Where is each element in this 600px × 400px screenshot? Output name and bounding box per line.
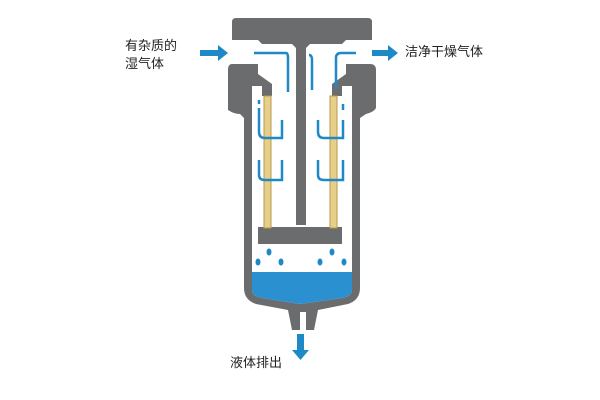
filter-element-left: [263, 95, 272, 229]
bottom-plate: [258, 227, 342, 244]
flow-center: [308, 53, 314, 90]
housing: [228, 18, 376, 330]
drain-arrow-icon: [292, 334, 309, 360]
droplet: [255, 258, 261, 266]
top-cap: [232, 18, 372, 225]
flow-left-1: [257, 108, 284, 140]
bowl: [228, 64, 376, 330]
collected-liquid: [252, 272, 352, 304]
droplet: [266, 248, 272, 256]
droplet: [329, 248, 335, 256]
flow-right-1: [316, 120, 345, 140]
droplet: [341, 258, 347, 266]
inlet-label-line2: 湿气体: [125, 57, 165, 72]
drain-label: 液体排出: [230, 356, 283, 371]
flow-lines: [254, 51, 356, 182]
flow-out: [334, 51, 356, 88]
inlet-label: 有杂质的 湿气体: [125, 38, 177, 74]
droplet: [317, 258, 323, 266]
inlet-arrow-icon: [200, 45, 228, 61]
filter-element-right: [329, 95, 338, 229]
outlet-label: 洁净干燥气体: [405, 45, 484, 60]
droplet: [278, 258, 284, 266]
inlet-label-line1: 有杂质的: [125, 39, 178, 54]
droplets: [255, 248, 347, 266]
flow-right-2: [316, 160, 345, 182]
outlet-arrow-icon: [372, 45, 398, 61]
flow-in: [254, 51, 290, 92]
flow-left-2: [257, 160, 284, 182]
